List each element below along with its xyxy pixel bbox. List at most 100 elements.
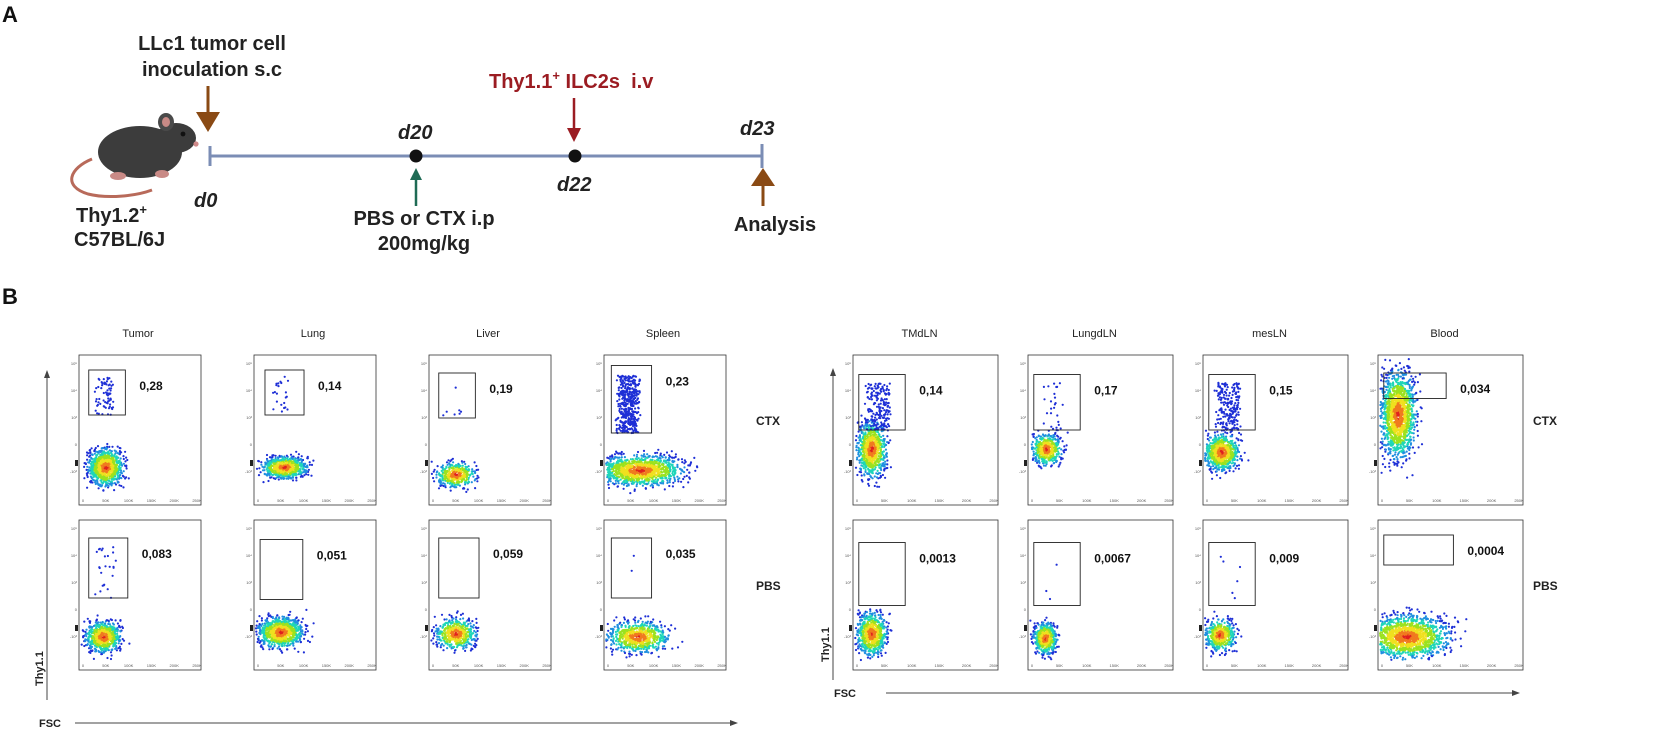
y-tick-label: 10⁴ [845, 553, 851, 558]
x-tick-label: 250K [367, 498, 377, 503]
panel-b-letter: B [2, 284, 18, 309]
x-tick-label: 100K [649, 498, 659, 503]
y-tick-label: 0 [1374, 607, 1377, 612]
axis-marker [250, 625, 253, 631]
gate-percentage: 0,035 [666, 547, 696, 561]
y-tick-label: 10³ [246, 580, 252, 585]
x-tick-label: 0 [607, 498, 610, 503]
gate-percentage: 0,059 [493, 547, 523, 561]
x-tick-label: 0 [432, 498, 435, 503]
ilc2-arrow-icon [567, 98, 581, 142]
gate-box [858, 374, 906, 431]
y-tick-label: -10³ [595, 634, 603, 639]
y-tick-label: 10³ [845, 580, 851, 585]
y-tick-label: 10⁴ [1195, 388, 1201, 393]
y-tick-label: 0 [250, 607, 253, 612]
gate-box [1033, 542, 1081, 606]
gate-box [1208, 374, 1256, 431]
y-tick-label: 10⁴ [845, 388, 851, 393]
x-tick-label: 200K [1312, 498, 1322, 503]
y-tick-label: 10⁵ [596, 526, 602, 531]
x-tick-label: 50K [102, 498, 109, 503]
x-tick-label: 250K [192, 663, 202, 668]
x-tick-label: 0 [1206, 498, 1209, 503]
y-tick-label: -10³ [1194, 634, 1202, 639]
gate-box [88, 369, 126, 416]
x-tick-label: 50K [1056, 663, 1063, 668]
y-tick-label: 10⁴ [1370, 388, 1376, 393]
panel-a-letter: A [2, 2, 18, 27]
row-label: CTX [756, 414, 780, 428]
gate-box [610, 365, 653, 434]
x-tick-label: 100K [1432, 498, 1442, 503]
y-tick-label: 0 [425, 607, 428, 612]
x-tick-label: 50K [881, 663, 888, 668]
y-tick-label: 10⁴ [421, 388, 427, 393]
y-tick-label: -10³ [844, 634, 852, 639]
gate-box [259, 539, 304, 600]
axis-marker [1374, 460, 1377, 466]
y-tick-label: 10⁵ [1020, 361, 1026, 366]
x-tick-label: 50K [1406, 498, 1413, 503]
treatment-label-line2: 200mg/kg [378, 233, 470, 255]
gate-box [858, 542, 906, 606]
x-tick-label: 0 [257, 498, 260, 503]
y-tick-label: -10³ [420, 634, 428, 639]
x-tick-label: 100K [1432, 663, 1442, 668]
x-tick-label: 50K [1231, 498, 1238, 503]
treatment-arrow-icon [410, 168, 422, 206]
x-tick-label: 150K [672, 663, 682, 668]
x-tick-label: 0 [432, 663, 435, 668]
axis-marker [75, 460, 78, 466]
y-tick-label: 10⁴ [1370, 553, 1376, 558]
x-tick-label: 100K [474, 498, 484, 503]
panel-a: A Thy1.2+ C57BL/6J LLc1 tumor cell inocu… [2, 2, 816, 255]
x-tick-label: 200K [695, 498, 705, 503]
y-tick-label: 0 [1374, 442, 1377, 447]
event-cloud [255, 375, 315, 484]
y-tick-label: 10³ [596, 415, 602, 420]
x-axis-arrowhead [1512, 690, 1520, 696]
x-tick-label: 250K [717, 498, 727, 503]
y-tick-label: 0 [849, 442, 852, 447]
x-tick-label: 200K [1487, 663, 1497, 668]
x-tick-label: 0 [1206, 663, 1209, 668]
x-tick-label: 150K [1460, 498, 1470, 503]
x-tick-label: 150K [1285, 498, 1295, 503]
gate-box [1383, 372, 1447, 399]
event-cloud [1204, 381, 1250, 480]
x-tick-label: 250K [1339, 663, 1349, 668]
y-tick-label: 10⁵ [845, 361, 851, 366]
x-tick-label: 100K [907, 498, 917, 503]
x-tick-label: 0 [856, 498, 859, 503]
y-tick-label: 10³ [1370, 415, 1376, 420]
y-tick-label: -10³ [1019, 634, 1027, 639]
x-tick-label: 250K [989, 663, 999, 668]
x-tick-label: 150K [497, 498, 507, 503]
y-tick-label: 10⁴ [71, 553, 77, 558]
y-tick-label: 0 [1199, 442, 1202, 447]
x-tick-label: 200K [1312, 663, 1322, 668]
gate-percentage: 0,083 [142, 547, 172, 561]
x-tick-label: 250K [542, 663, 552, 668]
x-tick-label: 150K [1110, 663, 1120, 668]
event-cloud [254, 608, 315, 654]
x-tick-label: 50K [102, 663, 109, 668]
x-tick-label: 150K [1460, 663, 1470, 668]
x-tick-label: 50K [627, 663, 634, 668]
x-tick-label: 100K [124, 498, 134, 503]
y-tick-label: 0 [600, 607, 603, 612]
gate-percentage: 0,19 [489, 382, 513, 396]
x-tick-label: 200K [345, 498, 355, 503]
row-label: CTX [1533, 414, 1557, 428]
x-tick-label: 200K [170, 498, 180, 503]
x-tick-label: 100K [1082, 498, 1092, 503]
event-cloud [1204, 555, 1243, 658]
